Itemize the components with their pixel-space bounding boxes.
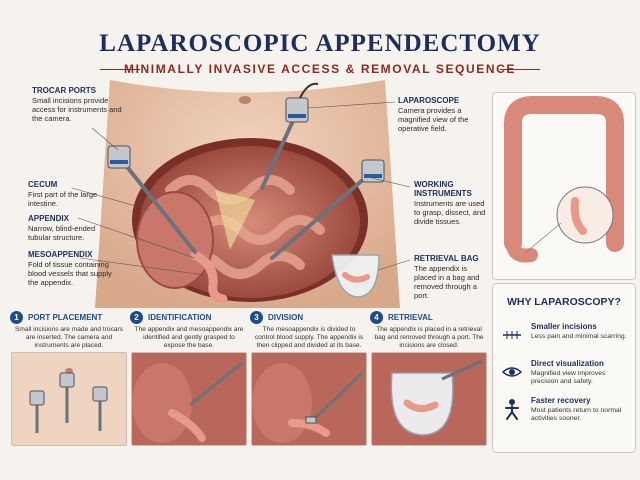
page-subtitle: MINIMALLY INVASIVE ACCESS & REMOVAL SEQU… — [123, 62, 516, 76]
step-image — [251, 352, 367, 446]
appendix-in-bag — [342, 272, 370, 283]
why-item-faster-recovery: Faster recovery Most patients return to … — [501, 396, 631, 436]
why-title: WHY LAPAROSCOPY? — [507, 296, 621, 308]
step-title: IDENTIFICATION — [148, 313, 212, 322]
label-instruments-desc: Instruments are used to grasp, dissect, … — [414, 199, 486, 226]
why-item-desc: Less pain and minimal scarring. — [531, 333, 627, 340]
person-icon — [505, 399, 519, 420]
navel — [239, 96, 251, 104]
label-laparoscope-title: LAPAROSCOPE — [398, 96, 460, 105]
why-item-desc: Most patients return to normal activitie… — [531, 407, 622, 422]
step-retrieval: 4 RETRIEVAL The appendix is placed in a … — [368, 311, 487, 451]
zoom-circle — [556, 186, 614, 244]
step-title: PORT PLACEMENT — [28, 313, 103, 322]
incision-icon — [503, 331, 521, 339]
step-title: RETRIEVAL — [388, 313, 433, 322]
label-retrieval-bag: RETRIEVAL BAG The appendix is placed in … — [414, 254, 488, 300]
label-trocar-desc: Small incisions provide access for instr… — [32, 96, 122, 123]
cecum — [136, 191, 214, 289]
why-item-title: Smaller incisions — [531, 322, 597, 331]
label-working-instruments: WORKING INSTRUMENTS Instruments are used… — [414, 180, 488, 226]
step-identification: 2 IDENTIFICATION The appendix and mesoap… — [128, 311, 247, 451]
step-image — [11, 352, 127, 446]
instrument-shafts — [118, 108, 374, 260]
eye-icon — [501, 367, 523, 377]
label-bag-title: RETRIEVAL BAG — [414, 254, 479, 263]
label-cecum-desc: First part of the large intestine. — [28, 190, 98, 208]
why-item-desc: Magnified view improves precision and sa… — [531, 370, 606, 385]
why-item-title: Faster recovery — [531, 396, 591, 405]
colon — [504, 96, 624, 252]
why-item-smaller-incisions: Smaller incisions Less pain and minimal … — [501, 322, 631, 362]
label-trocar-title: TROCAR PORTS — [32, 86, 96, 95]
step-number: 2 — [130, 311, 143, 324]
label-mesoappendix-title: MESOAPPENDIX — [28, 250, 93, 259]
label-laparoscope: LAPAROSCOPE Camera provides a magnified … — [398, 96, 478, 133]
label-appendix: APPENDIX Narrow, blind-ended tubular str… — [28, 214, 104, 242]
step-desc: The appendix and mesoappendix are identi… — [134, 326, 244, 349]
step-number: 4 — [370, 311, 383, 324]
label-bag-desc: The appendix is placed in a bag and remo… — [414, 264, 480, 300]
label-cecum: CECUM First part of the large intestine. — [28, 180, 100, 208]
step-division: 3 DIVISION The mesoappendix is divided t… — [248, 311, 367, 451]
trocar-rings — [110, 114, 382, 178]
step-port-placement: 1 PORT PLACEMENT Small incisions are mad… — [8, 311, 127, 451]
label-trocar-ports: TROCAR PORTS Small incisions provide acc… — [32, 86, 124, 123]
light-cone — [215, 190, 255, 250]
port-placement-illustration — [29, 368, 108, 433]
step-desc: The appendix is placed in a retrieval ba… — [374, 326, 484, 349]
step-title: DIVISION — [268, 313, 304, 322]
step-number: 1 — [10, 311, 23, 324]
label-appendix-title: APPENDIX — [28, 214, 69, 223]
abdomen-illustration — [71, 80, 411, 308]
why-laparoscopy-panel: WHY LAPAROSCOPY? Smaller incisions Less … — [492, 283, 636, 453]
label-mesoappendix: MESOAPPENDIX Fold of tissue containing b… — [28, 250, 116, 287]
step-image — [131, 352, 247, 446]
step-number: 3 — [250, 311, 263, 324]
label-cecum-title: CECUM — [28, 180, 58, 189]
label-mesoappendix-desc: Fold of tissue containing blood vessels … — [28, 260, 112, 287]
main-illustration: TROCAR PORTS Small incisions provide acc… — [0, 80, 490, 308]
cecum-inset — [506, 236, 538, 263]
step-image — [371, 352, 487, 446]
leader-lines — [71, 101, 411, 276]
step-desc: Small incisions are made and trocars are… — [14, 326, 124, 349]
camera-cable — [299, 82, 319, 99]
subtitle-rule-left — [100, 69, 140, 70]
why-item-title: Direct visualization — [531, 359, 604, 368]
label-laparoscope-desc: Camera provides a magnified view of the … — [398, 106, 469, 133]
retrieval-illustration — [390, 359, 483, 436]
identification-illustration — [132, 361, 243, 443]
label-appendix-desc: Narrow, blind-ended tubular structure. — [28, 224, 96, 242]
appendix-zoom — [570, 197, 587, 235]
step-desc: The mesoappendix is divided to control b… — [254, 326, 364, 349]
division-illustration — [252, 363, 364, 443]
zoom-leader — [524, 222, 562, 254]
why-item-direct-visualization: Direct visualization Magnified view impr… — [501, 359, 631, 399]
colon-inset — [492, 92, 636, 280]
subtitle-rule-right — [500, 69, 540, 70]
page-title: LAPAROSCOPIC APPENDECTOMY — [99, 30, 541, 57]
retrieval-bag — [331, 254, 380, 298]
colon-illustration — [504, 96, 624, 263]
label-instruments-title: WORKING INSTRUMENTS — [414, 180, 472, 198]
appendix — [190, 250, 228, 304]
